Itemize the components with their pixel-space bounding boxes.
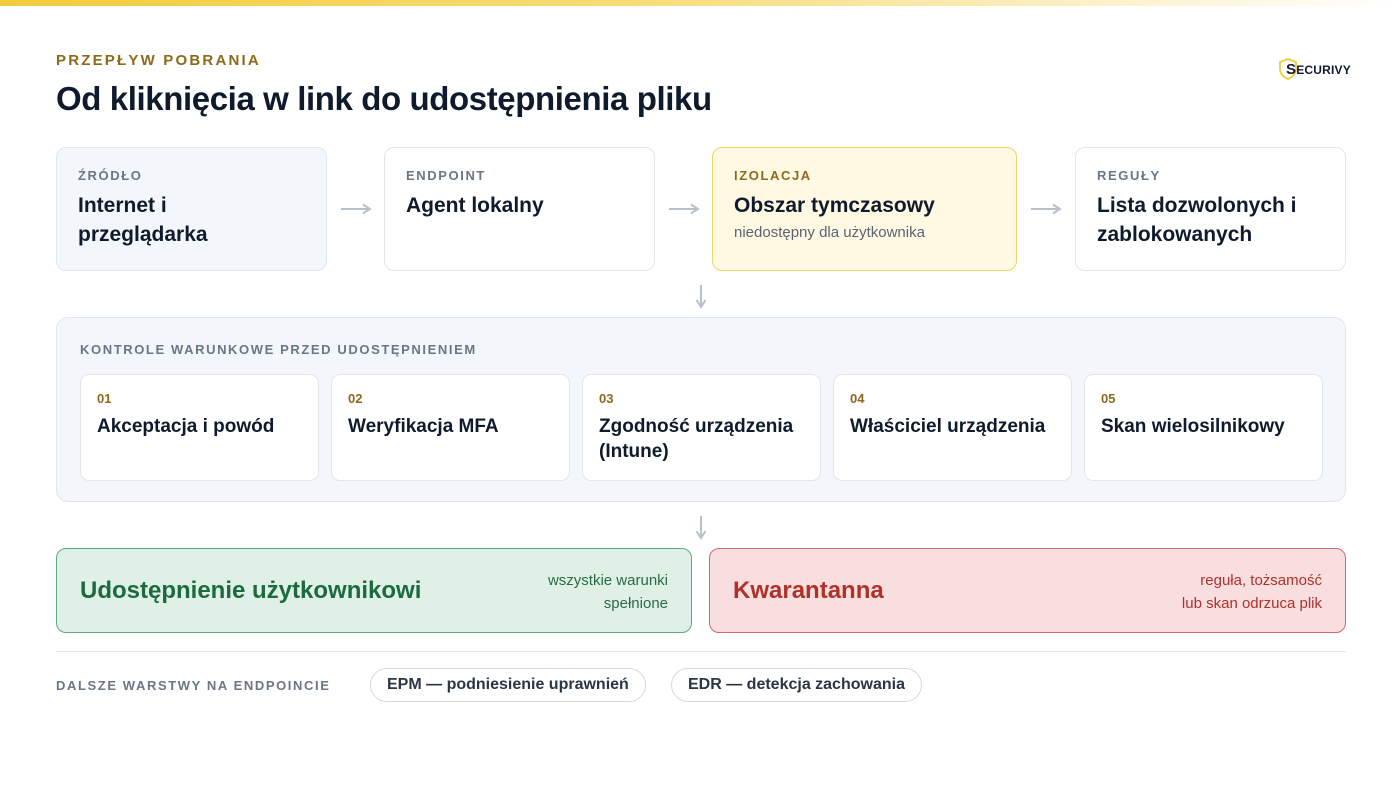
stage-endpoint: ENDPOINT Agent lokalny (384, 147, 655, 271)
outcome-note: reguła, tożsamość lub skan odrzuca plik (1181, 572, 1322, 612)
page-title: Od kliknięcia w link do udostępnienia pl… (56, 80, 712, 117)
arrow-down-icon (694, 515, 708, 541)
arrow-right-icon (1030, 203, 1062, 215)
arrow-down-icon (694, 284, 708, 310)
stage-tag: ŹRÓDŁO (78, 168, 143, 183)
stage-tag: REGUŁY (1097, 168, 1161, 183)
accent-top-bar (0, 0, 1400, 6)
stage-tag: ENDPOINT (406, 168, 486, 183)
outcome-title: Kwarantanna (733, 577, 884, 604)
stage-rules: REGUŁY Lista dozwolonych i zablokowanych (1075, 147, 1346, 271)
conditional-controls-panel: KONTROLE WARUNKOWE PRZED UDOSTĘPNIENIEM … (56, 317, 1346, 502)
brand-name: SECURIVY (1286, 60, 1351, 78)
brand-logo: SECURIVY (1278, 58, 1351, 80)
control-number: 04 (850, 391, 865, 406)
stage-name: Obszar tymczasowy (734, 194, 935, 217)
control-number: 03 (599, 391, 614, 406)
control-card-scan: 05 Skan wielosilnikowy (1084, 374, 1323, 481)
control-label: Weryfikacja MFA (348, 416, 499, 437)
control-number: 01 (97, 391, 112, 406)
further-layers-label: DALSZE WARSTWY NA ENDPOINCIE (56, 678, 331, 693)
outcome-note: wszystkie warunki spełnione (547, 572, 668, 612)
panel-title: KONTROLE WARUNKOWE PRZED UDOSTĘPNIENIEM (80, 342, 477, 357)
control-label: Właściciel urządzenia (850, 416, 1046, 437)
stage-tag: IZOLACJA (734, 168, 812, 183)
divider (56, 651, 1346, 652)
outcome-release: Udostępnienie użytkownikowi wszystkie wa… (56, 548, 692, 633)
shield-icon (1279, 58, 1297, 80)
control-label: Skan wielosilnikowy (1101, 416, 1285, 437)
control-label: Akceptacja i powód (97, 416, 275, 437)
control-card-owner: 04 Właściciel urządzenia (833, 374, 1072, 481)
pill-edr: EDR — detekcja zachowania (671, 668, 922, 702)
arrow-right-icon (668, 203, 700, 215)
outcome-title: Udostępnienie użytkownikowi (80, 577, 422, 604)
stage-isolation: IZOLACJA Obszar tymczasowy niedostępny d… (712, 147, 1017, 271)
arrow-right-icon (340, 203, 372, 215)
stage-subtitle: niedostępny dla użytkownika (734, 224, 925, 241)
control-number: 02 (348, 391, 363, 406)
control-label: Zgodność urządzenia (Intune) (599, 416, 794, 462)
stage-name: Lista dozwolonych i zablokowanych (1097, 194, 1297, 246)
section-eyebrow: PRZEPŁYW POBRANIA (56, 52, 261, 69)
control-number: 05 (1101, 391, 1116, 406)
pill-epm: EPM — podniesienie uprawnień (370, 668, 646, 702)
stage-name: Agent lokalny (406, 194, 544, 217)
control-card-mfa: 02 Weryfikacja MFA (331, 374, 570, 481)
control-card-compliance: 03 Zgodność urządzenia (Intune) (582, 374, 821, 481)
stage-name: Internet i przeglądarka (78, 194, 208, 246)
control-card-acceptance: 01 Akceptacja i powód (80, 374, 319, 481)
stage-source: ŹRÓDŁO Internet i przeglądarka (56, 147, 327, 271)
outcome-quarantine: Kwarantanna reguła, tożsamość lub skan o… (709, 548, 1346, 633)
